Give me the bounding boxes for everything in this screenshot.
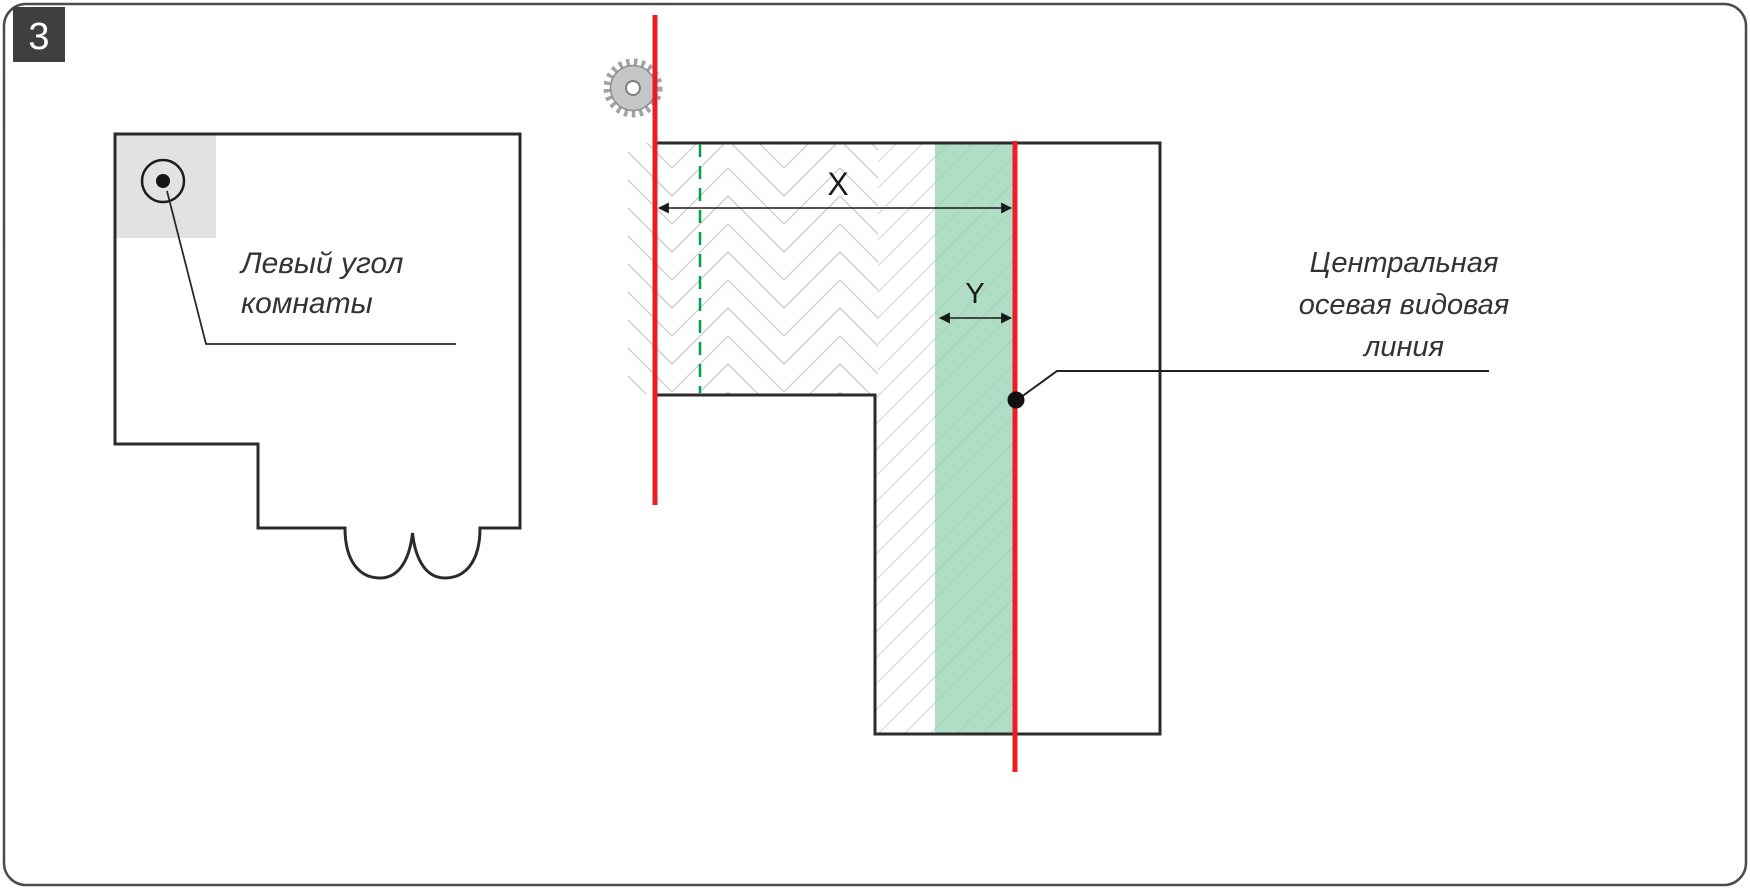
saw-blade-teeth [603, 58, 663, 118]
axis-leader-line [1016, 370, 1489, 401]
parquet-layout-diagram: X Y Центральная осевая видовая линия [603, 15, 1509, 772]
corner-leader-line [166, 190, 456, 345]
axis-label-line1: Центральная [1310, 247, 1499, 279]
green-highlight-strip [935, 143, 1015, 734]
axis-label-line3: линия [1362, 331, 1444, 363]
saw-blade-hub [625, 80, 641, 96]
left-corner-label-line2: комнаты [241, 287, 373, 320]
herringbone-parquet-area [628, 143, 878, 394]
dimension-x-label: X [827, 166, 848, 202]
step-number-badge [13, 7, 65, 62]
saw-blade-icon [603, 58, 663, 118]
room-outline [113, 132, 522, 580]
corner-marker-dot [156, 174, 170, 188]
axis-label-line2: осевая видовая [1299, 289, 1509, 321]
step-number: 3 [28, 16, 49, 58]
room-plan: Левый угол комнаты [113, 132, 522, 580]
left-corner-label-line1: Левый угол [239, 247, 403, 280]
corner-marker-circle [140, 158, 186, 204]
dimension-y-label: Y [965, 278, 984, 310]
axis-leader-dot [1007, 391, 1025, 409]
